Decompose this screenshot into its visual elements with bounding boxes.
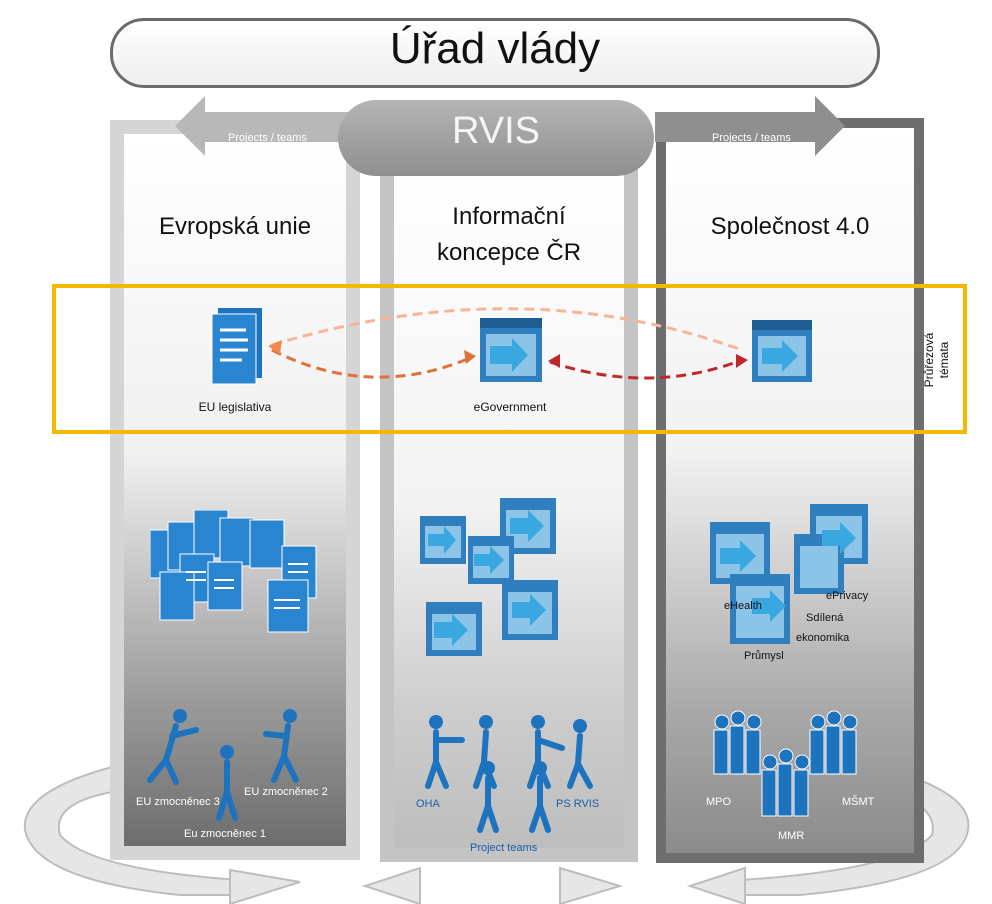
eu-title: Evropská unie	[158, 213, 312, 240]
header-box	[110, 18, 880, 88]
oha-label: OHA	[416, 798, 440, 810]
column-informacni-koncepce	[380, 140, 638, 862]
mpo-label: MPO	[706, 796, 732, 808]
eprivacy-label: ePrivacy	[826, 590, 869, 602]
project-teams-label: Project teams	[470, 842, 538, 854]
mmr-label: MMR	[778, 830, 805, 842]
eu-zmocnenec-3-label: EU zmocněnec 3	[136, 796, 220, 808]
ps-rvis-label: PS RVIS	[556, 798, 600, 810]
cross-topics-label: Průřezová témata	[922, 332, 951, 387]
ekonomika-label: ekonomika	[796, 632, 850, 644]
cross-topics-box	[52, 284, 967, 434]
rvis-arrows	[175, 96, 845, 156]
column-eu	[110, 120, 360, 860]
rvis-label: RVIS	[451, 110, 540, 152]
middle-title-line1: Informační	[452, 203, 566, 230]
ehealth-label: eHealth	[724, 600, 762, 612]
window-arrow-icon	[752, 320, 812, 382]
eu-zmocnenec-1-label: Eu zmocněnec 1	[184, 828, 266, 840]
cross-topics-line1: Průřezová	[922, 332, 936, 387]
documents-cluster-icon	[150, 510, 317, 633]
column-spolecnost	[656, 118, 924, 863]
left-arrow-label: Projects / teams	[228, 132, 307, 144]
middle-title-line2: koncepce ČR	[436, 239, 582, 266]
sdilena-label: Sdílená	[806, 612, 844, 624]
right-arrow-label: Projects / teams	[712, 132, 791, 144]
windows-cluster-icon	[710, 504, 868, 644]
rvis-pill	[338, 100, 654, 176]
cross-topics-line2: témata	[937, 341, 951, 378]
eu-zmocnenec-2-label: EU zmocněnec 2	[244, 786, 328, 798]
window-arrow-icon	[480, 318, 542, 382]
document-icon	[211, 308, 262, 385]
msmt-label: MŠMT	[842, 796, 875, 808]
prumysl-label: Průmysl	[744, 650, 784, 662]
egovernment-label: eGovernment	[473, 400, 547, 414]
header-title: Úřad vlády	[389, 24, 601, 73]
spolecnost-title: Společnost 4.0	[710, 213, 870, 240]
windows-cluster-icon	[420, 498, 558, 656]
eu-legislativa-label: EU legislativa	[198, 400, 272, 414]
